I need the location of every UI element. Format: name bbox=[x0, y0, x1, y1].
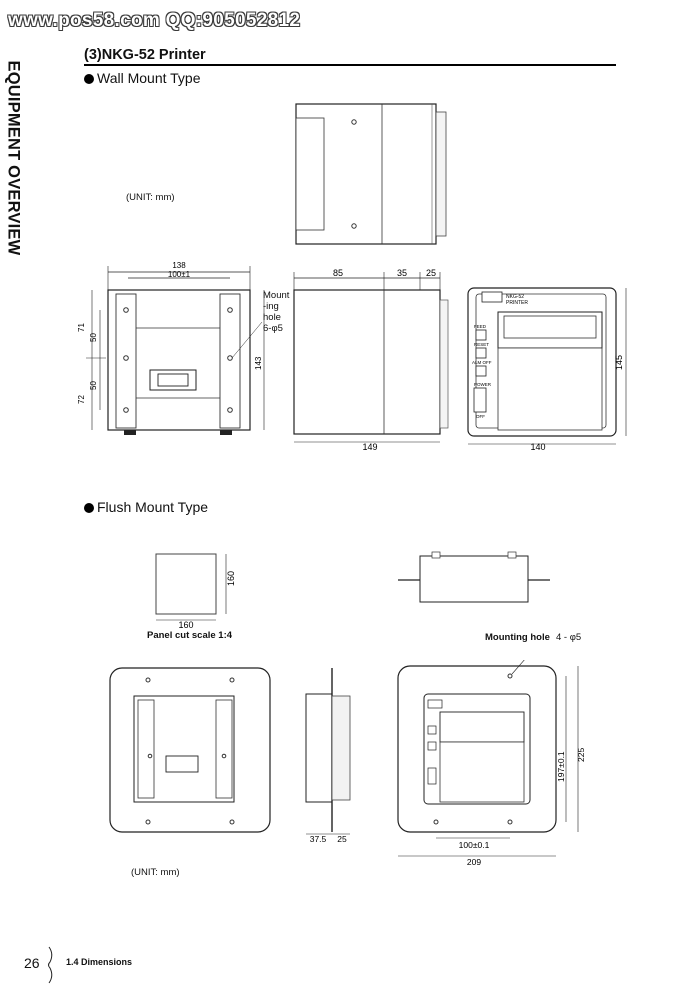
dim-71: 71 bbox=[78, 323, 86, 332]
dim-197: 197±0.1 bbox=[556, 751, 566, 782]
wall-mount-subtitle: Wall Mount Type bbox=[84, 70, 201, 86]
printer-model-label: NKG-52 bbox=[506, 294, 524, 300]
wall-side-view-drawing: 85 35 25 149 bbox=[293, 268, 449, 452]
dim-35: 35 bbox=[397, 268, 407, 278]
section-title: (3)NKG-52 Printer bbox=[84, 47, 206, 63]
watermark-text: www.pos58.com QQ:905052812 bbox=[8, 10, 301, 31]
dim-37-5: 37.5 bbox=[310, 834, 327, 844]
printer-printer-label: PRINTER bbox=[506, 300, 528, 306]
brace-icon bbox=[48, 946, 53, 984]
flush-unit-label: (UNIT: mm) bbox=[131, 867, 180, 878]
bullet-icon bbox=[84, 74, 94, 84]
flush-back-view-drawing bbox=[109, 667, 271, 833]
panel-cut-caption: Panel cut scale 1:4 bbox=[147, 630, 233, 641]
dim-149: 149 bbox=[362, 442, 377, 452]
flush-front-view-drawing: 100±0.1 209 197±0.1 225 bbox=[397, 660, 586, 867]
reset-label: RESET bbox=[474, 342, 489, 347]
flush-mount-subtitle-text: Flush Mount Type bbox=[97, 499, 209, 515]
mount-hole-label: Mount -ing hole 6-φ5 bbox=[263, 290, 289, 334]
dim-100-flush: 100±0.1 bbox=[459, 840, 490, 850]
dim-225: 225 bbox=[576, 748, 586, 762]
dim-25-flush: 25 bbox=[337, 834, 347, 844]
wall-unit-label: (UNIT: mm) bbox=[126, 192, 175, 203]
dim-50a: 50 bbox=[89, 333, 98, 342]
bullet-icon bbox=[84, 503, 94, 513]
mount-hole-line-3: hole bbox=[263, 312, 281, 323]
off-label: OFF bbox=[476, 414, 485, 419]
wall-mount-subtitle-text: Wall Mount Type bbox=[97, 70, 201, 86]
flush-mount-subtitle: Flush Mount Type bbox=[84, 499, 208, 515]
wall-top-view-drawing bbox=[295, 103, 447, 245]
mount-hole-line-4: 6-φ5 bbox=[263, 323, 283, 334]
mount-hole-line-1: Mount bbox=[263, 290, 290, 301]
panel-cut-drawing: 160 160 bbox=[155, 553, 236, 630]
dim-85: 85 bbox=[333, 268, 343, 278]
side-title-text: EQUIPMENT OVERVIEW bbox=[4, 60, 23, 256]
power-label: POWER bbox=[474, 382, 492, 387]
mount-hole-line-2: -ing bbox=[263, 301, 279, 312]
dim-138: 138 bbox=[172, 261, 186, 270]
feed-label: FEED bbox=[474, 324, 487, 329]
mounting-hole-spec: 4 - φ5 bbox=[556, 632, 582, 643]
footer-section-label: 1.4 Dimensions bbox=[66, 957, 133, 967]
flush-top-view-drawing bbox=[398, 551, 550, 603]
dim-72: 72 bbox=[78, 395, 86, 404]
wall-front-view-drawing: NKG-52 PRINTER FEED RESET ALM OFF POWER … bbox=[467, 287, 627, 452]
dim-140: 140 bbox=[530, 442, 545, 452]
dim-145: 145 bbox=[614, 355, 624, 370]
section-rule bbox=[84, 64, 616, 66]
dim-100: 100±1 bbox=[168, 270, 191, 279]
dim-143: 143 bbox=[254, 356, 263, 370]
side-title: EQUIPMENT OVERVIEW bbox=[0, 60, 32, 280]
page-number: 26 bbox=[24, 955, 40, 971]
dim-50b: 50 bbox=[89, 381, 98, 390]
dim-209: 209 bbox=[467, 857, 481, 867]
dim-25: 25 bbox=[426, 268, 436, 278]
mounting-hole-label: Mounting hole bbox=[485, 632, 550, 643]
alm-off-label: ALM OFF bbox=[472, 360, 492, 365]
dim-cut-160h: 160 bbox=[226, 571, 236, 586]
flush-side-view-drawing: 37.5 25 bbox=[305, 668, 351, 844]
dim-cut-160w: 160 bbox=[178, 620, 193, 630]
wall-back-view-drawing: 138 100±1 71 50 50 72 143 bbox=[78, 261, 265, 435]
